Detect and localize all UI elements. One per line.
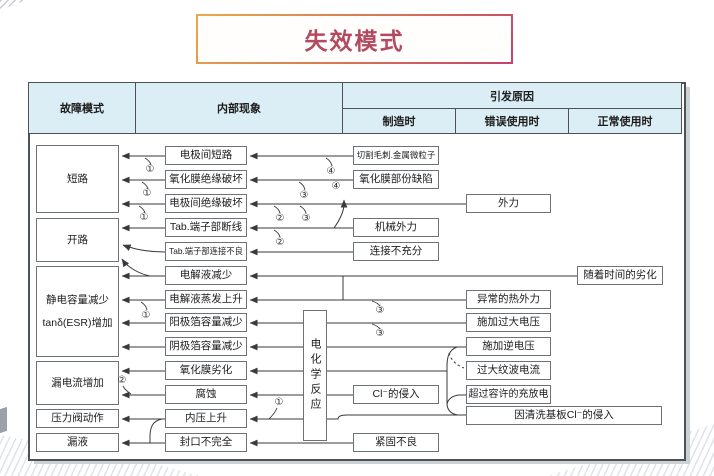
flow-box-label: 超过容许的充放电 bbox=[468, 388, 549, 400]
header-causes: 引发原因 bbox=[342, 82, 682, 109]
flow-box-label: 氧化膜绝缘破坏 bbox=[169, 173, 243, 186]
flow-box-label: 连接不充分 bbox=[369, 245, 423, 258]
header-when-misuse: 错误使用时 bbox=[455, 108, 569, 134]
cause-manufacturing-box: 紧固不良 bbox=[353, 433, 439, 452]
path-number-annotation: ② bbox=[275, 213, 285, 224]
phenomenon-box: 阳极箔容量减少 bbox=[165, 313, 247, 332]
cause-normal-use-box: 随着时间的劣化 bbox=[577, 266, 663, 285]
flow-box-label: 漏电流增加 bbox=[51, 376, 104, 389]
header-internal-phenomena: 内部现象 bbox=[135, 82, 343, 134]
cause-manufacturing-box: 连接不充分 bbox=[353, 242, 439, 261]
flow-box-label: 外力 bbox=[498, 197, 519, 210]
flow-box-label: 因清洗基板Cl⁻的侵入 bbox=[514, 409, 614, 422]
path-number-annotation: ④ bbox=[331, 181, 341, 192]
flow-box-label: 随着时间的劣化 bbox=[583, 269, 657, 282]
path-number-annotation: ① bbox=[142, 188, 152, 199]
phenomenon-box: 封口不完全 bbox=[165, 433, 247, 452]
path-number-annotation: ① bbox=[139, 212, 149, 223]
path-number-annotation: ④ bbox=[326, 166, 336, 177]
flow-box-label: 施加过大电压 bbox=[477, 316, 540, 329]
flow-box-label: Cl⁻的侵入 bbox=[372, 388, 420, 401]
path-number-annotation: ① bbox=[145, 164, 155, 175]
flow-box-label: Tab.端子部连接不良 bbox=[169, 245, 243, 256]
flow-box-label: 短路 bbox=[67, 172, 88, 185]
page-title: 失效模式 bbox=[304, 28, 405, 54]
failure-mode-box: 漏电流增加 bbox=[36, 361, 119, 405]
flow-box-label: 氧化膜劣化 bbox=[179, 364, 233, 377]
phenomenon-box: 氧化膜劣化 bbox=[165, 361, 247, 380]
flow-box-label: 开路 bbox=[67, 233, 88, 246]
failure-mode-box: 压力阀动作 bbox=[36, 409, 119, 428]
path-number-annotation: ① bbox=[274, 397, 284, 408]
path-number-annotation: ③ bbox=[375, 328, 385, 339]
phenomenon-box: 电极间短路 bbox=[165, 146, 247, 165]
path-number-annotation: ② bbox=[117, 375, 127, 386]
header-when-manufacturing: 制造时 bbox=[342, 108, 456, 134]
flow-box-label: 阴极箔容量减少 bbox=[169, 340, 243, 353]
flow-box-label: 封口不完全 bbox=[179, 436, 233, 449]
cause-misuse-box: 施加过大电压 bbox=[466, 313, 551, 332]
cause-manufacturing-box: 机械外力 bbox=[353, 218, 439, 237]
flow-box-label: 过大纹波电流 bbox=[477, 364, 540, 377]
failure-mode-box: 开路 bbox=[36, 218, 119, 262]
electrochemical-reaction-box: 电化学反应 bbox=[303, 310, 327, 441]
failure-mode-box: 漏液 bbox=[36, 433, 119, 452]
title-box: 失效模式 bbox=[196, 14, 513, 64]
flow-box-label: 氧化膜部份缺陷 bbox=[359, 173, 433, 186]
flow-box-label: 电极间绝缘破坏 bbox=[169, 197, 243, 210]
cause-misuse-box: 过大纹波电流 bbox=[466, 361, 551, 380]
flow-box-label: 切割毛刺.金属微粒子 bbox=[356, 149, 436, 160]
path-number-annotation: ③ bbox=[301, 213, 311, 224]
phenomenon-box: 电极间绝缘破坏 bbox=[165, 194, 247, 213]
flow-box-label: Tab.端子部断线 bbox=[169, 221, 243, 234]
cause-misuse-box: 外力 bbox=[466, 194, 551, 213]
cause-misuse-box: 异常的热外力 bbox=[466, 290, 551, 309]
cause-misuse-box: 超过容许的充放电 bbox=[466, 385, 551, 404]
flow-box-label: 电解液蒸发上升 bbox=[169, 293, 243, 306]
path-number-annotation: ① bbox=[141, 310, 151, 321]
flow-box-label: 静电容量减少 bbox=[46, 294, 109, 307]
failure-mode-box: 短路 bbox=[36, 145, 119, 213]
flow-box-label: 机械外力 bbox=[375, 221, 417, 234]
failure-mode-box: 静电容量减少 tanδ(ESR)增加 bbox=[36, 266, 119, 357]
cause-manufacturing-box: 氧化膜部份缺陷 bbox=[353, 170, 439, 189]
header-when-normal-use: 正常使用时 bbox=[568, 108, 682, 134]
phenomenon-box: 腐蚀 bbox=[165, 385, 247, 404]
flow-box-label: 阳极箔容量减少 bbox=[169, 316, 243, 329]
phenomenon-box: 氧化膜绝缘破坏 bbox=[165, 170, 247, 189]
cause-misuse-box: 因清洗基板Cl⁻的侵入 bbox=[466, 406, 662, 425]
flow-box-label: 紧固不良 bbox=[375, 436, 417, 449]
flow-box-label: tanδ(ESR)增加 bbox=[42, 316, 113, 329]
phenomenon-box: 阴极箔容量减少 bbox=[165, 337, 247, 356]
flow-box-label: 压力阀动作 bbox=[51, 412, 104, 425]
flow-box-label: 漏液 bbox=[67, 436, 88, 449]
flow-box-label: 施加逆电压 bbox=[482, 340, 535, 353]
flow-box-label: 腐蚀 bbox=[195, 388, 217, 401]
phenomenon-box: Tab.端子部连接不良 bbox=[165, 242, 247, 261]
corner-decoration-top-left bbox=[0, 0, 26, 10]
flow-box-label: 内压上升 bbox=[185, 412, 227, 425]
path-number-annotation: ③ bbox=[299, 190, 309, 201]
flow-box-label: 电解液减少 bbox=[179, 269, 233, 282]
flow-box-label: 异常的热外力 bbox=[477, 293, 540, 306]
phenomenon-box: Tab.端子部断线 bbox=[165, 218, 247, 237]
path-number-annotation: ③ bbox=[375, 305, 385, 316]
phenomenon-box: 电解液蒸发上升 bbox=[165, 290, 247, 309]
cause-manufacturing-box: 切割毛刺.金属微粒子 bbox=[353, 146, 439, 165]
flow-box-label: 电极间短路 bbox=[179, 149, 233, 162]
phenomenon-box: 电解液减少 bbox=[165, 266, 247, 285]
cause-misuse-box: 施加逆电压 bbox=[466, 337, 551, 356]
path-number-annotation: ② bbox=[275, 237, 285, 248]
cause-manufacturing-box: Cl⁻的侵入 bbox=[353, 385, 439, 404]
phenomenon-box: 内压上升 bbox=[165, 409, 247, 428]
